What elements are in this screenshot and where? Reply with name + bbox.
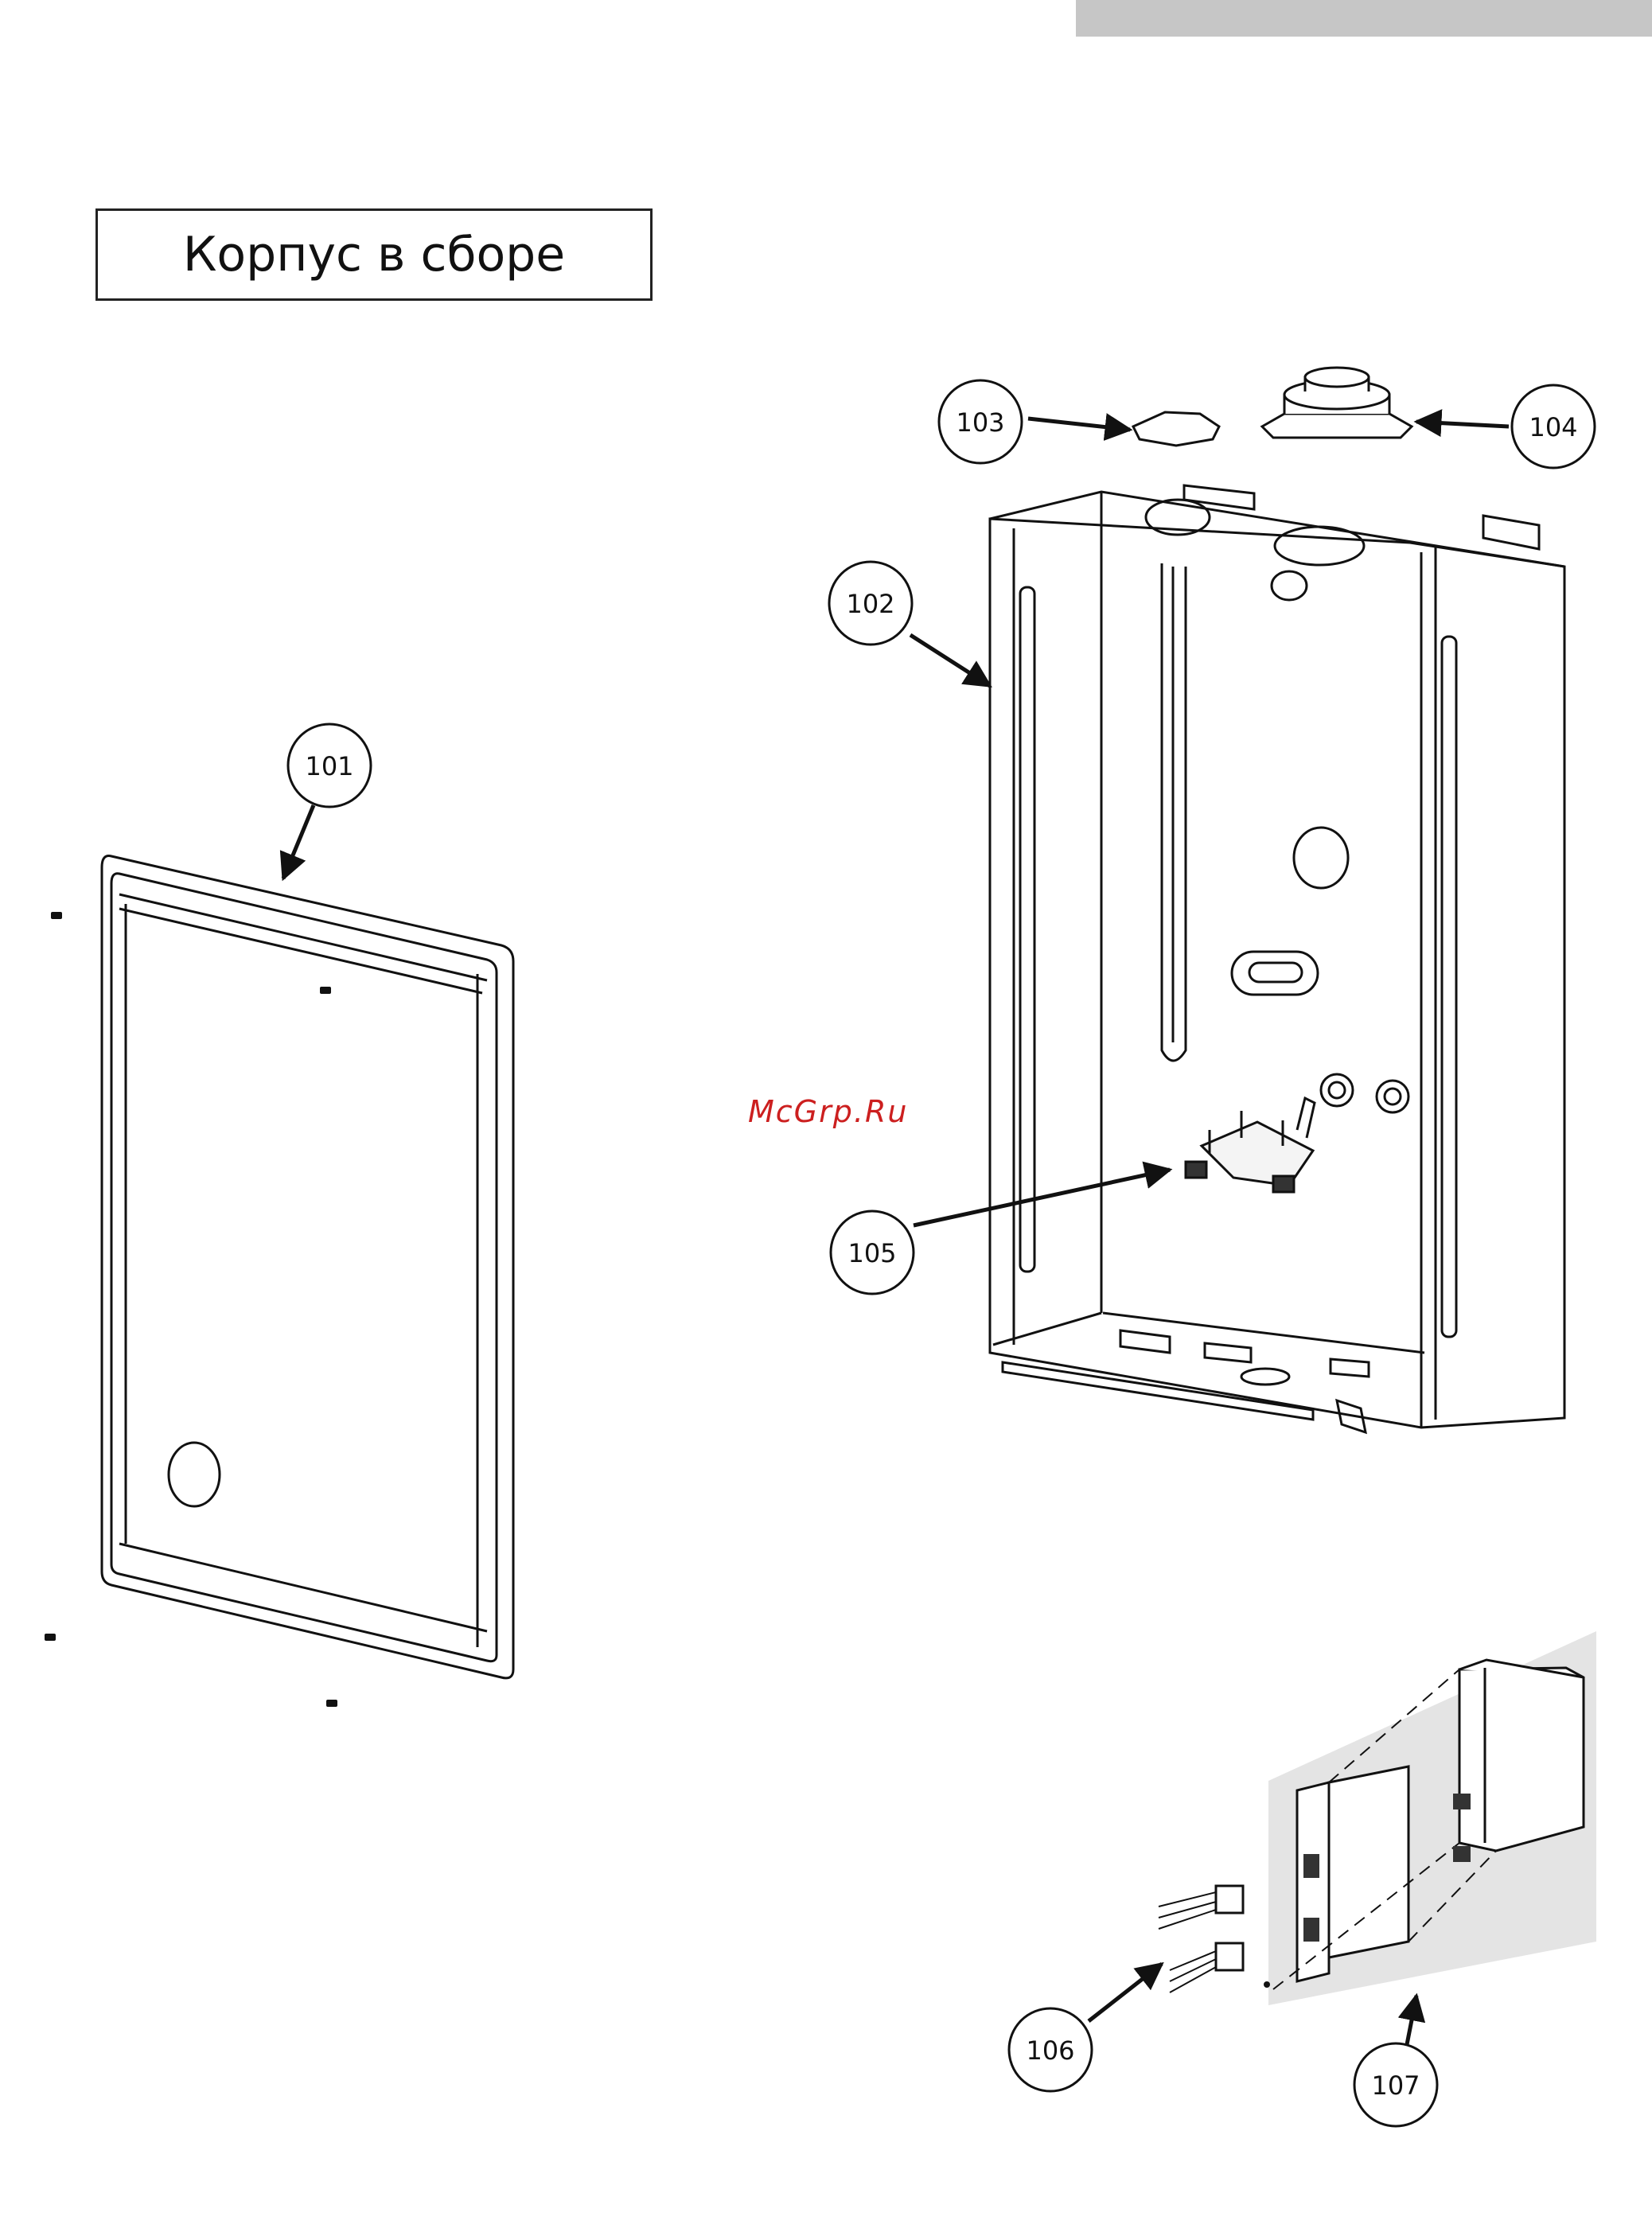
flue-adapter-part [1262,368,1412,438]
svg-text:106: 106 [1026,2035,1074,2066]
watermark-text: McGrp.Ru [748,1094,908,1129]
housing-frame [990,485,1564,1432]
callout-103: 103 [939,380,1022,463]
wire-leads [1159,1892,1216,1992]
svg-text:105: 105 [847,1238,896,1268]
svg-text:103: 103 [956,407,1004,438]
connector-plugs [1216,1886,1243,1970]
callout-105: 105 [831,1211,914,1294]
callout-101: 101 [288,724,371,807]
control-module-area [1159,1631,1596,2005]
screws [45,912,337,1707]
front-cover-panel [102,856,513,1678]
svg-text:104: 104 [1529,412,1577,442]
callout-107: 107 [1354,2043,1437,2126]
svg-text:101: 101 [305,751,353,781]
svg-text:107: 107 [1371,2070,1420,2101]
svg-text:102: 102 [846,589,894,619]
callout-102: 102 [829,562,912,645]
gasket-part [1133,412,1219,446]
callout-104: 104 [1512,385,1595,468]
callout-106: 106 [1009,2008,1092,2091]
